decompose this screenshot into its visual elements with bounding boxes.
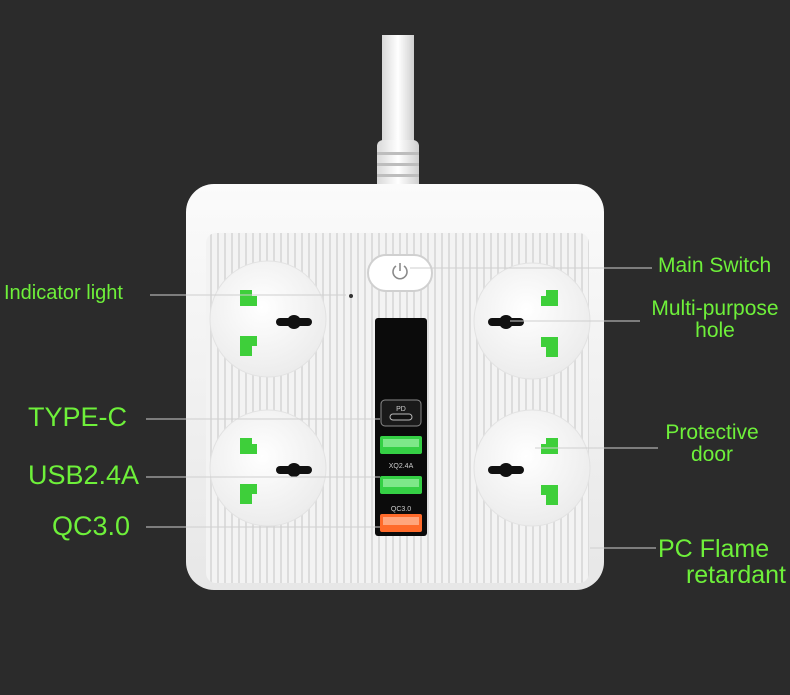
label-multi-purpose: Multi-purpose hole xyxy=(640,297,790,343)
callout-lines xyxy=(146,267,658,549)
label-usb: USB2.4A xyxy=(28,460,140,490)
label-qc: QC3.0 xyxy=(52,511,131,541)
label-pc-line2: retardant xyxy=(685,561,786,590)
power-icon xyxy=(392,263,408,280)
type-c-port[interactable] xyxy=(380,399,422,427)
label-type-c: TYPE-C xyxy=(28,402,128,432)
label-multi-purpose-line2: hole xyxy=(695,319,735,343)
socket-bottom-right[interactable] xyxy=(473,409,591,527)
label-pc-flame-retardant: PC Flame retardant xyxy=(658,536,786,589)
usb-mid-label: XQ2.4A xyxy=(389,463,414,470)
label-indicator-light: Indicator light xyxy=(4,282,123,304)
main-switch[interactable] xyxy=(367,254,433,292)
label-protective-line1: Protective xyxy=(665,421,759,444)
socket-bottom-left[interactable] xyxy=(209,409,327,527)
power-cord xyxy=(377,35,419,192)
qc-port-label: QC3.0 xyxy=(391,506,411,513)
label-protective-door: Protective door xyxy=(652,421,772,467)
indicator-light-dot xyxy=(349,294,353,298)
label-protective-line2: door xyxy=(690,443,734,467)
label-pc-line1: PC Flame xyxy=(658,535,770,563)
pd-port-label: PD xyxy=(396,406,406,413)
label-multi-purpose-line1: Multi-purpose xyxy=(651,297,779,320)
socket-top-left[interactable] xyxy=(209,260,327,378)
label-main-switch: Main Switch xyxy=(658,254,772,277)
usb-port-panel: PD XQ2.4A QC3.0 xyxy=(375,318,427,536)
